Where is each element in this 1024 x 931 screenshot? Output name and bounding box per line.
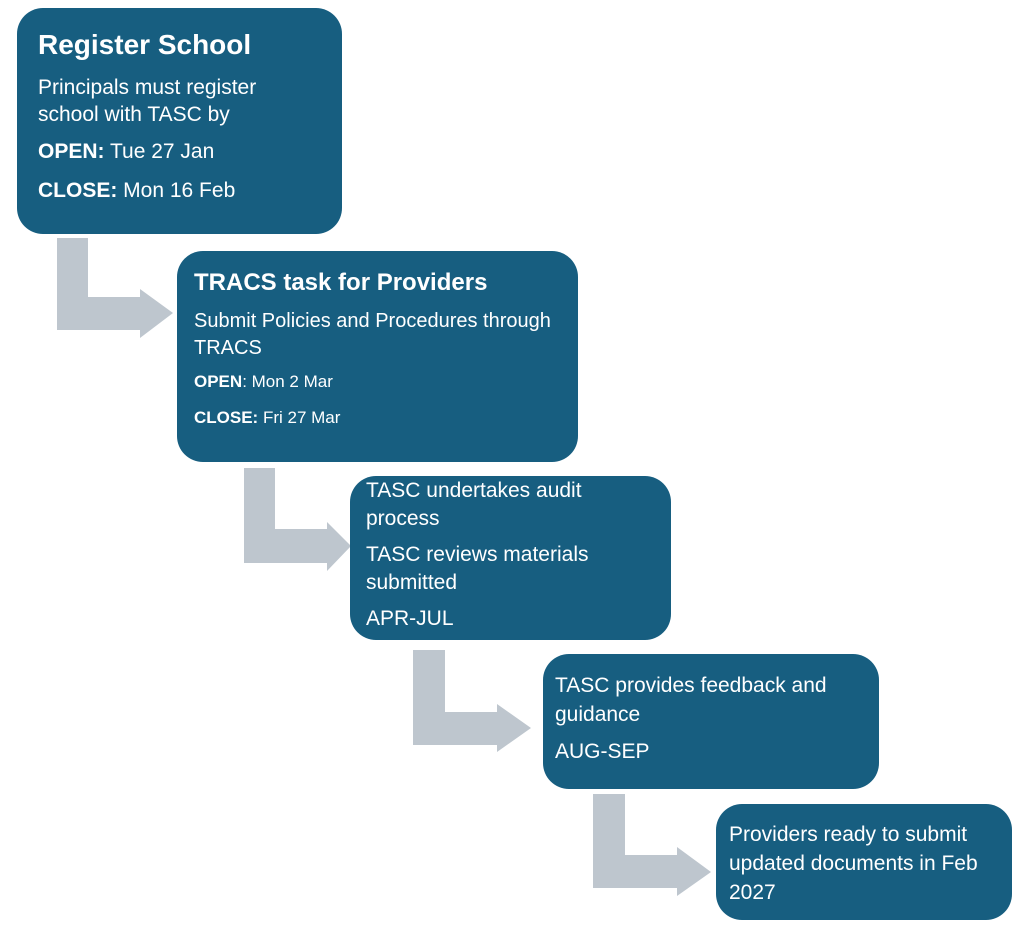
step-tracs-task: TRACS task for Providers Submit Policies… [177, 251, 578, 462]
step-title: TRACS task for Providers [194, 269, 488, 296]
close-label: CLOSE: [194, 407, 259, 427]
step-providers-ready: Providers ready to submit updated docume… [716, 804, 1012, 920]
step-line-1: Providers ready to submit updated docume… [729, 823, 978, 904]
step-title: Register School [38, 29, 252, 60]
elbow-arrow-icon-3 [413, 650, 531, 752]
step-period: APR-JUL [366, 607, 454, 630]
step-register-school: Register School Principals must register… [17, 8, 342, 234]
close-value: Mon 16 Feb [117, 178, 236, 202]
step-feedback: TASC provides feedback and guidance AUG-… [543, 654, 879, 789]
step-line-2: TASC reviews materials submitted [366, 543, 589, 594]
step-description: Submit Policies and Procedures through T… [194, 309, 551, 359]
step-line-1: TASC undertakes audit process [366, 479, 582, 530]
step-description: Principals must register school with TAS… [38, 75, 257, 126]
step-audit-process: TASC undertakes audit process TASC revie… [350, 476, 671, 640]
close-label: CLOSE: [38, 178, 118, 202]
open-label: OPEN: [38, 139, 105, 163]
close-date: CLOSE: Fri 27 Mar [194, 407, 560, 429]
open-date: OPEN: Mon 2 Mar [194, 371, 560, 393]
elbow-arrow-icon-2 [244, 468, 351, 571]
open-label: OPEN [194, 371, 243, 391]
close-date: CLOSE: Mon 16 Feb [38, 177, 322, 204]
open-date: OPEN: Tue 27 Jan [38, 138, 322, 165]
step-line-1: TASC provides feedback and guidance [555, 674, 827, 726]
elbow-arrow-icon-4 [593, 794, 711, 896]
elbow-arrow-icon-1 [57, 238, 173, 338]
close-value: Fri 27 Mar [258, 407, 341, 427]
step-period: AUG-SEP [555, 740, 650, 763]
open-value: : Mon 2 Mar [242, 371, 333, 391]
open-value: Tue 27 Jan [104, 139, 215, 163]
